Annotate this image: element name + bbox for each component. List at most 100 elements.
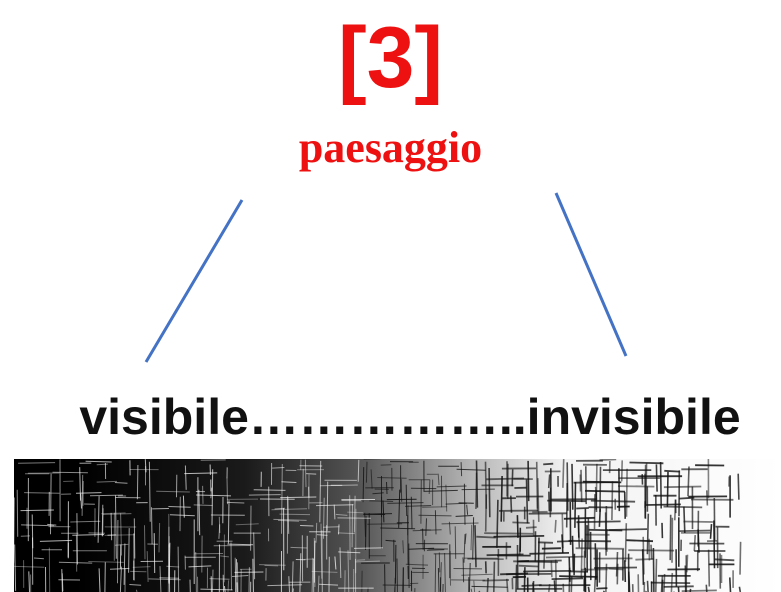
hatch-stroke [482, 579, 510, 582]
hatch-stroke [273, 518, 307, 521]
hatch-stroke [218, 524, 221, 539]
hatch-stroke [232, 575, 249, 577]
hatch-stroke [550, 560, 553, 578]
hatch-stroke [18, 462, 56, 464]
hatch-stroke [288, 576, 290, 592]
hatch-stroke [472, 517, 475, 560]
hatch-stroke [642, 536, 645, 575]
hatch-stroke [211, 469, 214, 526]
hatch-stroke [628, 571, 631, 592]
hatch-stroke [525, 526, 537, 529]
hatch-stroke [707, 549, 711, 587]
hatch-stroke [223, 586, 226, 592]
hatch-stroke [148, 461, 151, 522]
hatch-stroke [405, 505, 432, 507]
hatch-stroke [618, 485, 655, 488]
hatch-stroke [537, 541, 554, 544]
hatch-stroke [184, 465, 187, 490]
hatch-stroke [365, 461, 368, 483]
hatch-stroke [338, 551, 361, 554]
hatch-stroke [408, 547, 435, 550]
hatch-stroke [319, 460, 322, 523]
hatch-stroke [554, 559, 558, 592]
hatch-stroke [14, 565, 45, 568]
hatch-stroke [72, 534, 105, 536]
hatch-stroke [437, 567, 440, 592]
hatch-stroke [405, 563, 429, 566]
hatch-stroke [537, 537, 540, 576]
hatch-stroke [437, 473, 440, 486]
hatch-stroke [595, 463, 598, 510]
hatch-stroke [253, 532, 256, 580]
hatch-stroke [434, 510, 437, 535]
hatch-stroke [599, 459, 617, 461]
hatch-stroke [484, 532, 534, 535]
hatch-stroke [323, 526, 340, 528]
hatch-stroke [146, 551, 149, 583]
hatch-stroke [230, 542, 232, 591]
hatch-stroke [195, 551, 197, 592]
hatch-stroke [626, 539, 654, 543]
hatch-stroke [635, 558, 654, 561]
hatch-stroke [14, 544, 17, 591]
hatch-stroke [236, 562, 239, 592]
hatch-stroke [543, 462, 554, 466]
hatch-stroke [339, 547, 342, 579]
hatch-stroke [737, 473, 740, 500]
hatch-stroke [200, 588, 233, 591]
hatch-stroke [679, 529, 711, 532]
hatch-stroke [144, 525, 146, 560]
hatch-stroke [571, 463, 574, 510]
hatch-stroke [543, 542, 546, 569]
hatch-stroke [519, 559, 562, 563]
hatch-stroke [562, 459, 565, 488]
hatch-stroke [227, 500, 230, 544]
hatch-stroke [646, 513, 650, 555]
hatch-stroke [625, 468, 628, 517]
hatch-stroke [470, 524, 473, 551]
hatch-stroke [545, 555, 584, 559]
hatch-stroke [279, 513, 311, 516]
hatch-stroke [471, 585, 508, 588]
hatch-stroke [663, 585, 694, 588]
hatch-stroke [461, 488, 495, 491]
hatch-stroke [133, 518, 136, 559]
hatch-stroke [235, 559, 237, 592]
hatch-stroke [198, 489, 201, 536]
hatch-stroke [129, 584, 142, 586]
hatch-stroke [523, 570, 572, 573]
hatch-stroke [311, 557, 314, 592]
hatch-stroke [512, 521, 530, 524]
hatch-stroke [587, 586, 590, 592]
hatch-stroke [128, 528, 130, 573]
hatch-stroke [109, 567, 130, 570]
hatch-stroke [466, 504, 469, 515]
hatch-stroke [425, 518, 427, 536]
hatch-stroke [21, 524, 55, 527]
hatch-stroke [541, 547, 561, 550]
hatch-stroke [353, 547, 383, 549]
hatch-stroke [151, 507, 153, 545]
hatch-stroke [527, 460, 530, 502]
hatch-stroke [76, 513, 78, 565]
hatch-stroke [227, 543, 254, 546]
hatch-stroke [706, 490, 709, 506]
hatch-stroke [681, 589, 717, 592]
hatch-stroke [226, 501, 245, 504]
hatch-stroke [355, 560, 380, 563]
hatch-stroke [398, 489, 401, 528]
hatch-stroke [184, 472, 218, 475]
hatch-stroke [559, 575, 598, 578]
hatch-stroke [188, 565, 212, 568]
hatch-stroke [599, 466, 602, 512]
hatch-stroke [58, 561, 93, 564]
hatch-stroke [96, 463, 108, 466]
hatch-stroke [271, 508, 308, 511]
hatch-stroke [347, 511, 364, 514]
hatch-stroke [400, 479, 403, 502]
hatch-stroke [394, 544, 397, 584]
hatch-stroke [337, 532, 356, 535]
hatch-stroke [353, 495, 356, 533]
hatch-stroke [518, 564, 539, 568]
hatch-stroke [380, 527, 416, 530]
